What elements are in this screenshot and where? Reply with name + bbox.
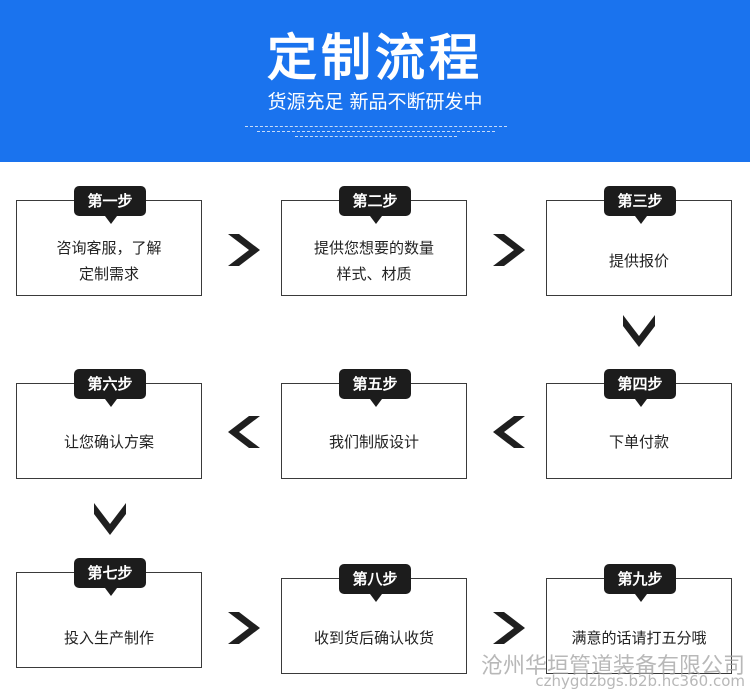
step-1-text-line2: 定制需求 <box>78 265 139 283</box>
step-6-text: 让您确认方案 <box>63 433 154 451</box>
step-9-text: 满意的话请打五分哦 <box>571 629 707 647</box>
step-1-text-line1: 咨询客服，了解 <box>56 239 162 257</box>
step-4-text: 下单付款 <box>608 433 669 451</box>
step-7-box: 投入生产制作 <box>16 572 202 668</box>
step-5-badge: 第五步 <box>339 369 411 407</box>
arrow-left-icon <box>493 416 525 448</box>
watermark-url: czhygdzbgs.b2b.hc360.com <box>535 672 745 690</box>
arrow-right-icon <box>228 612 260 644</box>
step-5-text: 我们制版设计 <box>328 433 419 451</box>
arrow-right-icon <box>493 234 525 266</box>
step-3-text: 提供报价 <box>608 252 669 270</box>
step-2-text-line2: 样式、材质 <box>336 265 412 283</box>
arrow-right-icon <box>493 612 525 644</box>
arrow-down-icon <box>623 315 655 347</box>
step-3-badge: 第三步 <box>604 186 676 224</box>
step-8-text: 收到货后确认收货 <box>313 629 434 647</box>
watermark-company: 沧州华垣管道装备有限公司 <box>480 654 745 679</box>
arrow-left-icon <box>228 416 260 448</box>
step-4-badge: 第四步 <box>604 369 676 407</box>
step-2-text-line1: 提供您想要的数量 <box>313 239 434 257</box>
step-1-badge: 第一步 <box>74 186 146 224</box>
step-8-badge: 第八步 <box>339 564 411 602</box>
arrow-down-icon <box>94 503 126 535</box>
step-7-text: 投入生产制作 <box>63 629 154 647</box>
banner-subtitle: 货源充足 新品不断研发中 <box>267 91 483 113</box>
step-9-badge: 第九步 <box>604 564 676 602</box>
header-banner: 定制流程 货源充足 新品不断研发中 <box>0 0 750 162</box>
step-7-badge: 第七步 <box>74 558 146 596</box>
arrow-right-icon <box>228 234 260 266</box>
step-6-badge: 第六步 <box>74 369 146 407</box>
decorative-dotted-lines <box>245 124 507 138</box>
step-2-badge: 第二步 <box>339 186 411 224</box>
banner-title: 定制流程 <box>267 29 483 87</box>
